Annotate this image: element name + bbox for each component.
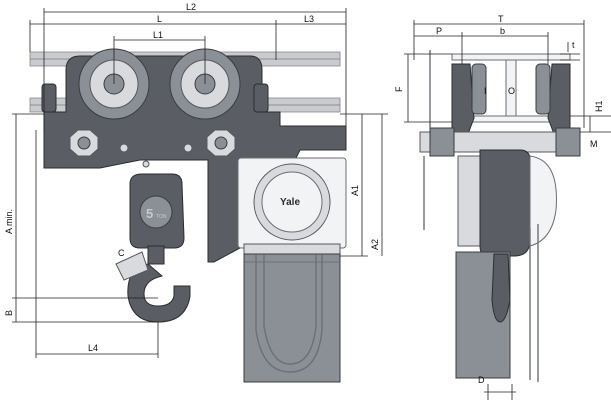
trolley-hand-chain: [423, 50, 431, 230]
hook: [115, 245, 191, 323]
cross-shaft: [419, 127, 581, 157]
dim-label-H1: H1: [594, 100, 604, 112]
bolt-right: [206, 129, 236, 157]
dim-label-A1: A1: [350, 185, 360, 196]
dim-label-B: B: [4, 310, 14, 316]
side-dimensions: T P b t F I O H1: [394, 14, 611, 400]
front-view: Yale 5 TON: [4, 2, 388, 383]
dim-label-b: b: [500, 26, 505, 36]
capacity-number: 5: [146, 206, 153, 221]
dim-label-L: L: [157, 14, 162, 24]
dim-label-O: O: [508, 86, 515, 96]
bumper-left: [41, 83, 57, 113]
side-hook: [491, 253, 511, 323]
side-wheel-left: [471, 63, 487, 115]
dim-label-D: D: [478, 375, 485, 385]
dim-label-L2: L2: [186, 2, 196, 12]
dim-label-L4: L4: [88, 343, 98, 353]
dim-label-M: M: [590, 139, 598, 149]
hook-block: 5 TON: [129, 173, 185, 249]
dim-label-I: I: [484, 86, 487, 96]
capacity-unit: TON: [156, 214, 167, 220]
small-bolt: [142, 160, 150, 168]
hoist-housing: Yale: [237, 157, 347, 255]
brand-label: Yale: [280, 197, 300, 208]
hand-chain-left: [255, 255, 323, 373]
small-bolt: [119, 143, 129, 153]
dim-label-A-min: A min.: [4, 209, 14, 234]
small-bolt: [183, 143, 193, 153]
side-view: T P b t F I O H1: [394, 14, 611, 400]
dim-label-F: F: [394, 86, 404, 92]
hoist-body-side: [457, 149, 557, 257]
dim-label-T: T: [498, 14, 504, 24]
side-hand-chain: [529, 224, 539, 382]
bolt-left: [69, 129, 99, 157]
dim-label-P: P: [436, 26, 442, 36]
dim-label-t: t: [572, 40, 575, 50]
front-dimensions: L2 L L3 L1 A min. B: [4, 2, 388, 358]
side-wheel-right: [535, 63, 551, 115]
dim-label-L1: L1: [153, 30, 163, 40]
chain-bag: [243, 253, 341, 383]
hand-chain-right: [263, 255, 317, 365]
dim-label-A2: A2: [370, 239, 380, 250]
dim-label-C: C: [118, 248, 125, 258]
bumper-right: [253, 83, 269, 113]
dim-label-L3: L3: [304, 14, 314, 24]
